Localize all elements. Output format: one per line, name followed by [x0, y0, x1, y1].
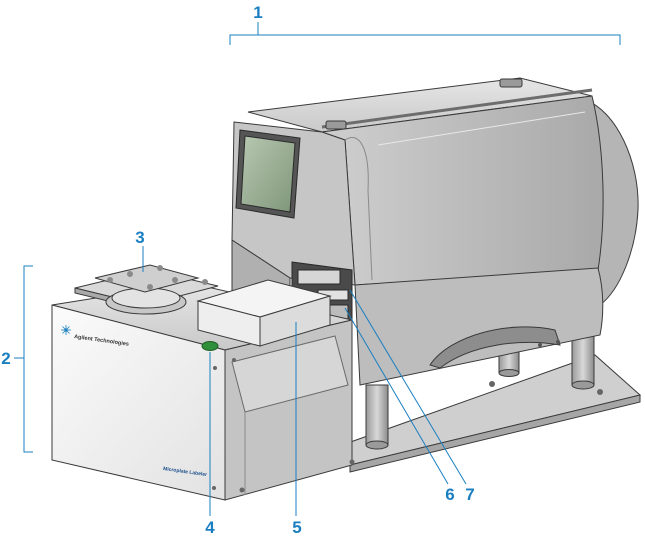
- callout-7: 7: [465, 485, 474, 504]
- bracket-2: [23, 265, 33, 453]
- callout-2: 2: [1, 349, 10, 368]
- callout-5: 5: [292, 518, 301, 537]
- microplate: [196, 279, 332, 347]
- plate-stage: [74, 264, 219, 315]
- agilent-spark-icon: [61, 325, 71, 335]
- callout-1: 1: [253, 3, 262, 22]
- callout-3: 3: [135, 228, 144, 247]
- power-button-icon[interactable]: [201, 341, 219, 351]
- callout-6: 6: [445, 485, 454, 504]
- callout-4: 4: [205, 518, 215, 537]
- bracket-1: [229, 34, 621, 45]
- printer-display: [240, 135, 296, 213]
- callout-leaders: [14, 22, 621, 516]
